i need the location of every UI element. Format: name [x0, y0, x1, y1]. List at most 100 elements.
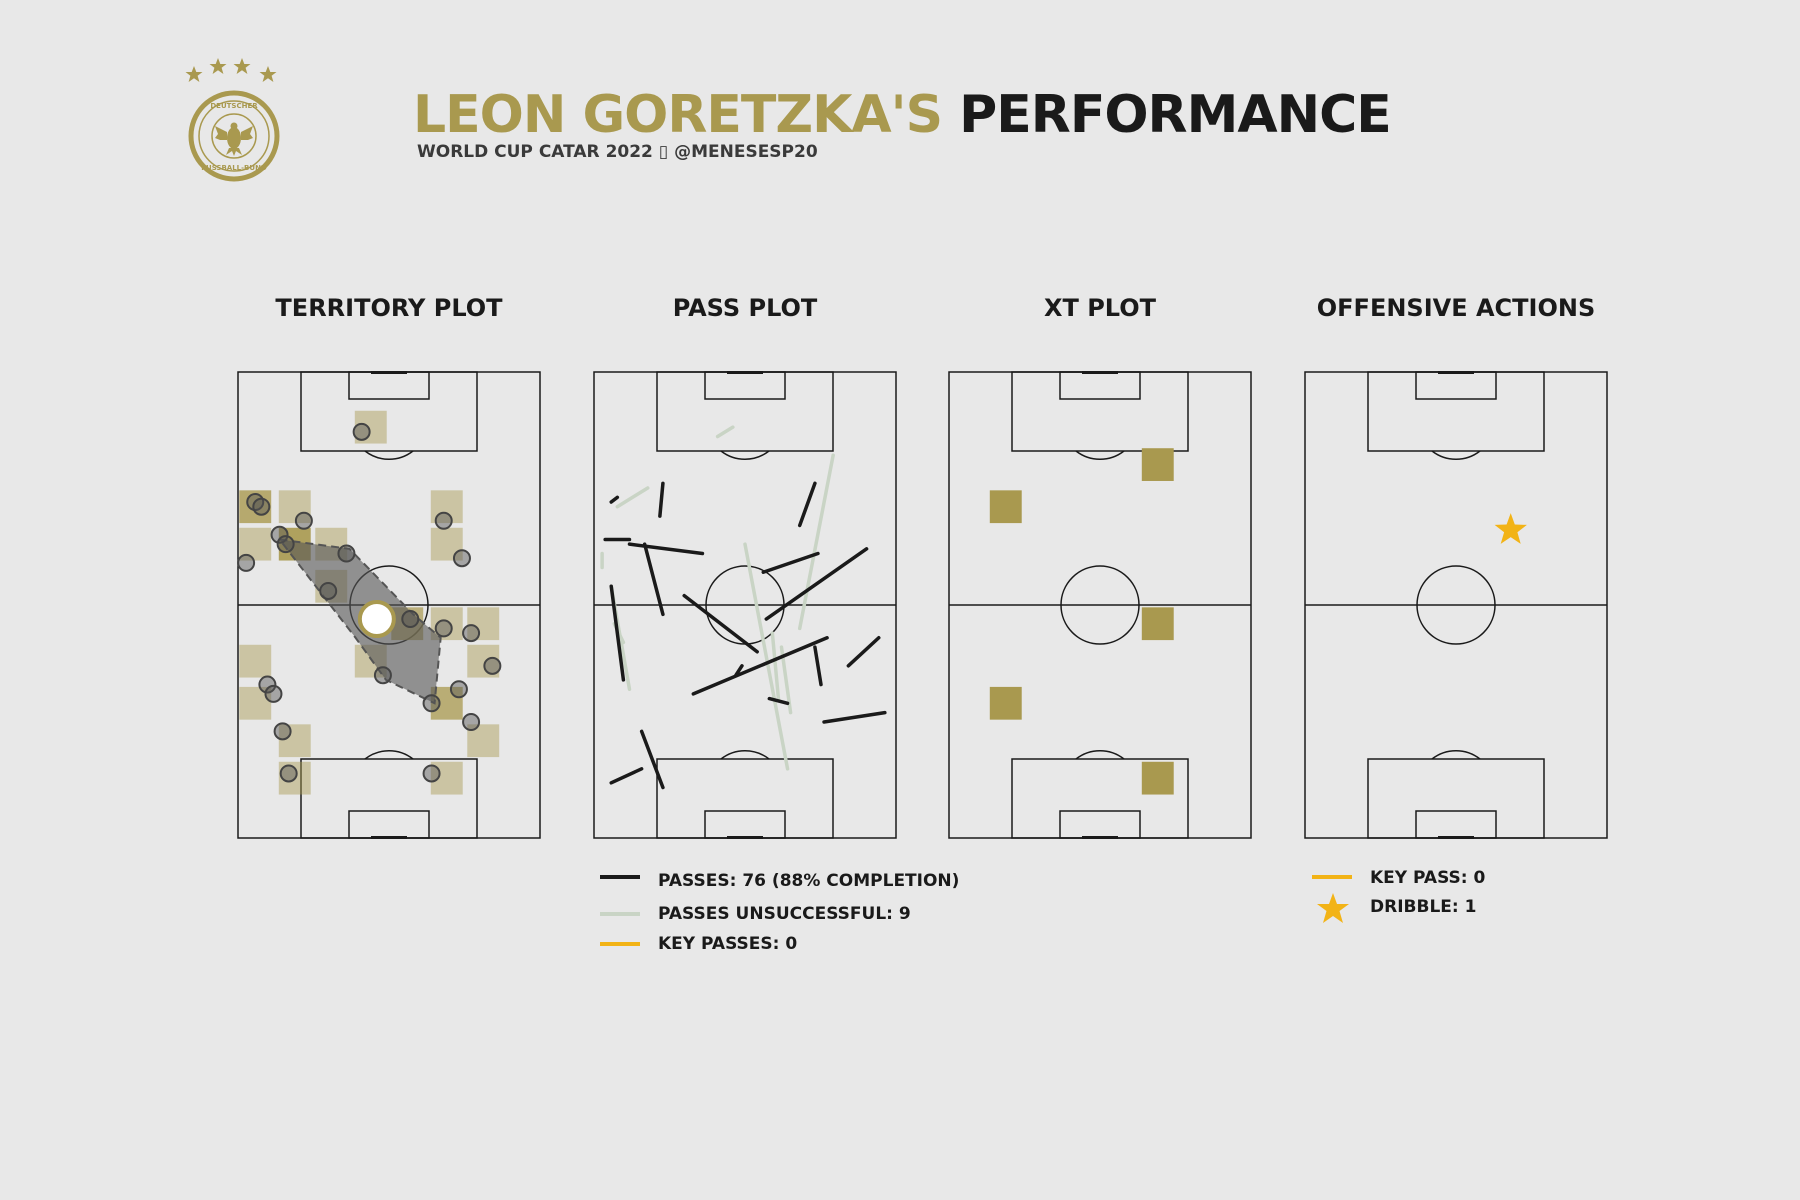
touch-point	[352, 422, 371, 441]
legend-dribble: DRIBBLE: 1	[1370, 897, 1477, 917]
penalty-arc-bottom	[1075, 749, 1125, 760]
six-yard-box-bottom	[1415, 810, 1497, 839]
touch-point	[273, 722, 292, 741]
pass-unsuccessful	[797, 453, 835, 631]
six-yard-box-top	[704, 371, 786, 400]
heat-cell	[354, 410, 387, 444]
penalty-box-top	[656, 371, 834, 452]
average-position-marker	[357, 600, 396, 639]
legend-key-passes: KEY PASSES: 0	[658, 934, 798, 954]
heat-cell	[467, 644, 500, 678]
centre-circle	[1060, 565, 1140, 645]
touch-point	[264, 684, 283, 703]
offensive-actions-pitch	[1304, 371, 1608, 839]
xt-cell	[1141, 607, 1174, 641]
pass-successful	[609, 495, 620, 504]
centre-circle	[1416, 565, 1496, 645]
penalty-arc-top	[1075, 450, 1125, 461]
penalty-box-bottom	[1367, 758, 1545, 839]
legend-key-pass: KEY PASS: 0	[1370, 868, 1486, 888]
xt-plot-title: XT PLOT	[1043, 294, 1157, 322]
penalty-arc-bottom	[720, 749, 770, 760]
star-icon	[259, 66, 277, 82]
pitch-lines	[948, 371, 1252, 839]
xt-plot-pitch	[948, 371, 1252, 839]
touch-point	[270, 525, 289, 544]
touch-point	[373, 666, 392, 685]
pass-unsuccessful	[770, 631, 781, 701]
six-yard-box-bottom	[704, 810, 786, 839]
page-title: LEON GORETZKA'S PERFORMANCE	[413, 83, 1392, 147]
penalty-box-top	[1011, 371, 1189, 452]
touch-point	[252, 497, 271, 516]
touch-point	[258, 675, 277, 694]
pass-successful	[764, 547, 869, 621]
pass-plot-title: PASS PLOT	[672, 294, 818, 322]
six-yard-box-top	[1059, 371, 1141, 400]
touch-point	[449, 680, 468, 699]
pass-successful	[682, 593, 759, 654]
touch-point	[279, 764, 298, 783]
touch-point	[452, 549, 471, 568]
touch-point	[422, 764, 441, 783]
pitch-lines	[593, 371, 897, 839]
touch-point	[434, 619, 453, 638]
touch-point	[401, 610, 420, 629]
pass-successful	[822, 710, 887, 724]
crest-text-bottom: FUSSBALL-BUND	[201, 164, 267, 172]
pass-plot-pitch	[593, 371, 897, 839]
pass-successful	[609, 584, 626, 682]
six-yard-box-top	[1415, 371, 1497, 400]
dfb-crest-logo: DEUTSCHER FUSSBALL-BUND	[185, 58, 280, 182]
touch-point	[319, 581, 338, 600]
dribble-star-icon	[1317, 893, 1349, 923]
pass-successful	[642, 542, 665, 617]
xt-cell	[989, 686, 1022, 720]
heat-cell	[239, 490, 272, 524]
xt-cell	[1141, 448, 1174, 481]
six-yard-box-top	[348, 371, 430, 400]
xt-cell	[989, 490, 1022, 524]
touch-point	[434, 511, 453, 530]
dribble-star-icon	[1494, 513, 1527, 544]
legend-pass-fail-line	[600, 912, 640, 916]
pass-successful	[797, 481, 817, 528]
pass-successful	[609, 767, 644, 785]
heat-cell	[278, 490, 311, 524]
penalty-arc-bottom	[1431, 749, 1481, 760]
touch-point	[422, 694, 441, 713]
pass-successful	[691, 636, 829, 696]
crest-text-top: DEUTSCHER	[210, 102, 258, 110]
pass-successful	[639, 729, 665, 790]
offensive-actions-title: OFFENSIVE ACTIONS	[1316, 294, 1596, 322]
heat-cell	[239, 644, 272, 678]
penalty-box-bottom	[656, 758, 834, 839]
touch-point	[483, 656, 502, 675]
pass-successful	[767, 696, 790, 706]
title-player: LEON GORETZKA'S	[413, 85, 943, 145]
heat-cell	[467, 607, 500, 641]
star-icon	[185, 66, 203, 82]
penalty-arc-top	[1431, 450, 1481, 461]
touch-point	[462, 624, 481, 643]
territory-plot-pitch	[237, 371, 541, 839]
touch-point	[294, 511, 313, 530]
penalty-arc-top	[720, 450, 770, 461]
six-yard-box-bottom	[1059, 810, 1141, 839]
pass-successful	[658, 481, 665, 518]
penalty-box-top	[300, 371, 478, 452]
pass-unsuccessful	[743, 542, 790, 771]
touch-point	[237, 553, 256, 572]
pitch-lines	[237, 371, 541, 839]
eagle-icon	[215, 122, 253, 156]
page-subtitle: WORLD CUP CATAR 2022 ▯ @MENESESP20	[417, 142, 818, 162]
pass-successful	[846, 636, 881, 668]
pass-unsuccessful	[615, 486, 650, 509]
touch-point	[337, 544, 356, 563]
pass-successful	[813, 645, 823, 687]
heat-cell	[278, 724, 311, 758]
territory-plot-title: TERRITORY PLOT	[275, 294, 503, 322]
touch-point	[462, 713, 481, 731]
heat-cell	[430, 527, 463, 561]
penalty-arc-bottom	[364, 749, 414, 760]
